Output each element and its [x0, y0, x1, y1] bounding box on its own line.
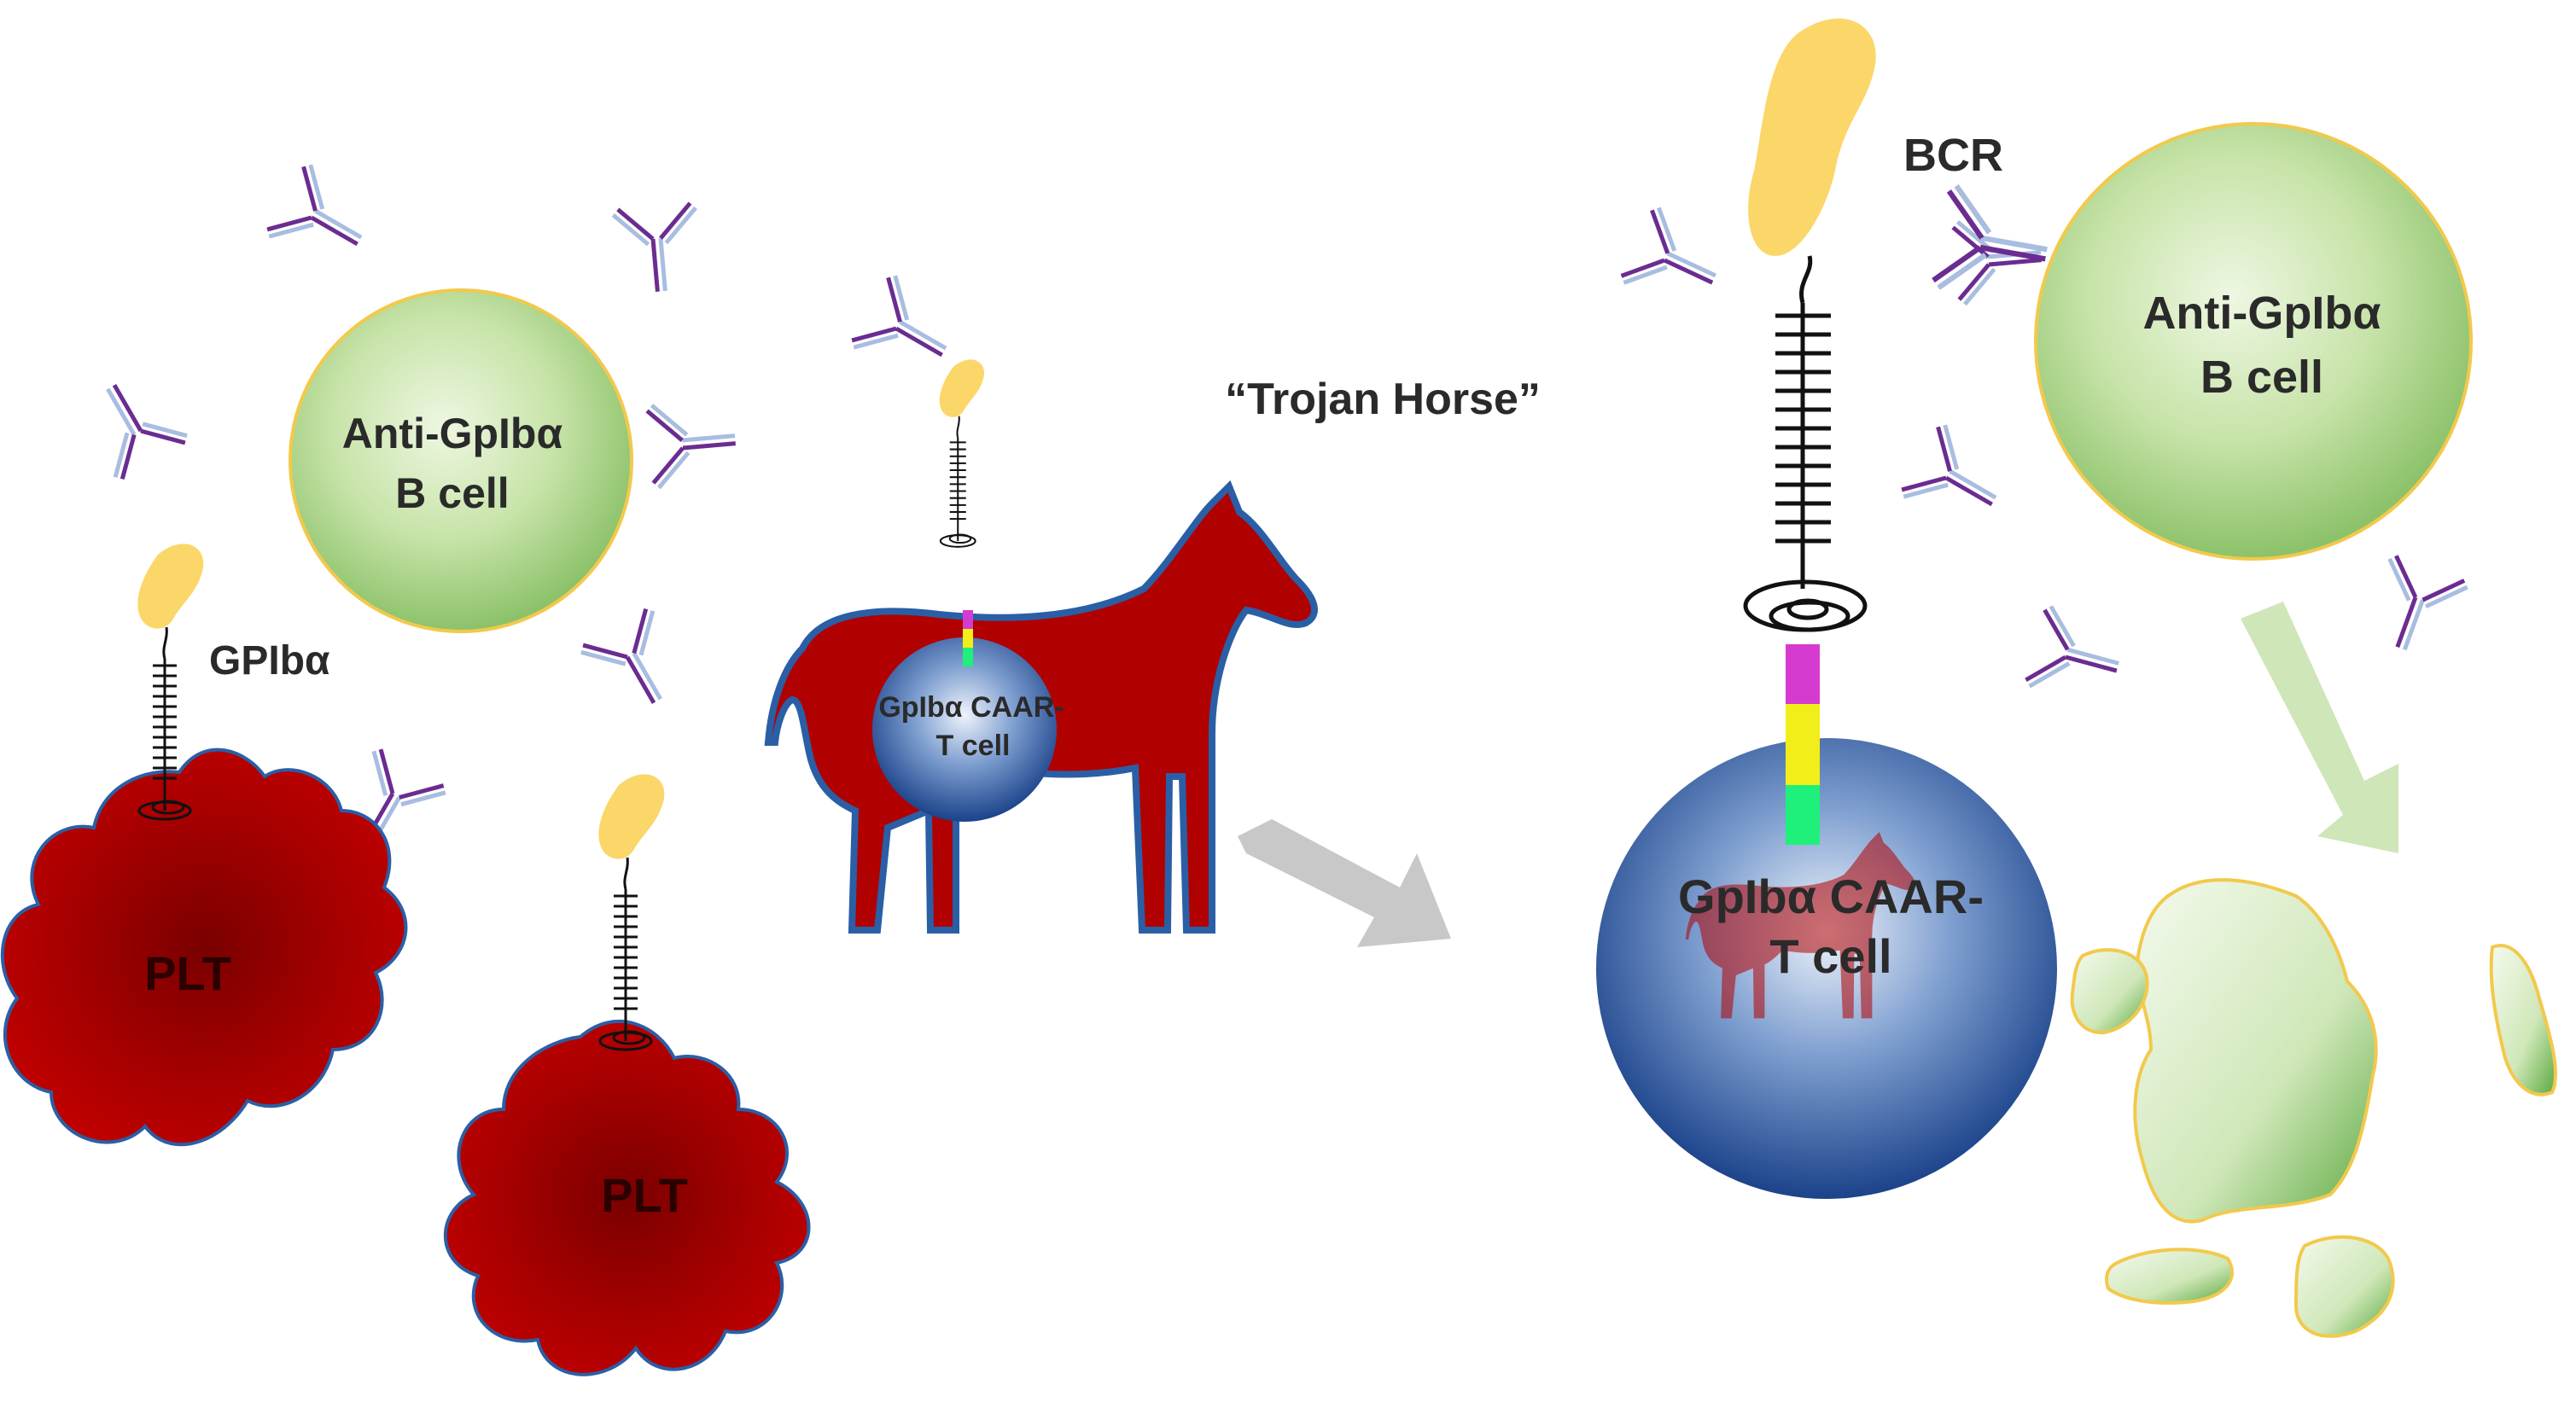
gpiba-receptor-bottom [597, 772, 666, 1051]
gray-arrow-icon [1238, 819, 1451, 947]
b-cell-right-label-line2: B cell [2200, 352, 2323, 403]
antibody-icon [2362, 554, 2468, 662]
caar-t-cell-small-label-line2: T cell [936, 730, 1011, 762]
b-cell-right-label-line1: Anti-GpIbα [2142, 288, 2381, 339]
caar-receptor-big [1743, 18, 1876, 632]
cell-debris-bottom-left [2105, 1248, 2234, 1305]
cell-debris-left [2070, 948, 2149, 1035]
antibody-icon [613, 203, 702, 295]
antibody-icon [647, 398, 739, 488]
b-cell-left [288, 288, 633, 633]
gpiba-label: GPIbα [209, 638, 330, 684]
platelet-bottom [443, 1020, 811, 1376]
cell-debris-right [2489, 944, 2558, 1097]
caar-receptor-small [938, 358, 986, 548]
antibody-icon [1619, 206, 1732, 317]
antibody-icon [849, 273, 965, 387]
caar-t-cell-big [1596, 738, 2057, 1199]
platelet-left-label: PLT [144, 946, 231, 1000]
segment-green-small [963, 648, 973, 666]
trojan-horse-label: “Trojan Horse” [1225, 375, 1541, 424]
cell-debris-main [2133, 878, 2378, 1224]
segment-magenta-big [1786, 644, 1820, 704]
caar-t-cell-big-label-line2: T cell [1769, 929, 1891, 983]
green-arrow-icon [2241, 602, 2398, 853]
caar-t-cell-small-label-line1: GpIbα CAAR- [878, 691, 1064, 724]
antibody-icon [265, 162, 380, 276]
platelet-bottom-label: PLT [601, 1168, 688, 1222]
b-cell-left-label-line2: B cell [395, 469, 509, 517]
antibody-icon [2025, 605, 2129, 707]
segment-green-big [1786, 785, 1820, 845]
cell-debris-bottom-right [2293, 1235, 2395, 1338]
antibody-bridge-icon [1932, 185, 2055, 305]
b-cell-left-label-line1: Anti-GpIbα [342, 410, 563, 457]
antibody-icon [579, 607, 693, 722]
segment-yellow-small [963, 629, 973, 648]
antibody-icon [1899, 422, 2014, 537]
bcr-label: BCR [1903, 130, 2003, 181]
b-cell-right [2034, 122, 2473, 561]
antibody-icon [75, 366, 189, 481]
platelet-left [0, 748, 408, 1147]
caar-t-cell-big-label-line1: GpIbα CAAR- [1678, 870, 1984, 923]
caar-t-cell-small [872, 637, 1057, 822]
segment-magenta-small [963, 610, 973, 629]
segment-yellow-big [1786, 704, 1820, 785]
